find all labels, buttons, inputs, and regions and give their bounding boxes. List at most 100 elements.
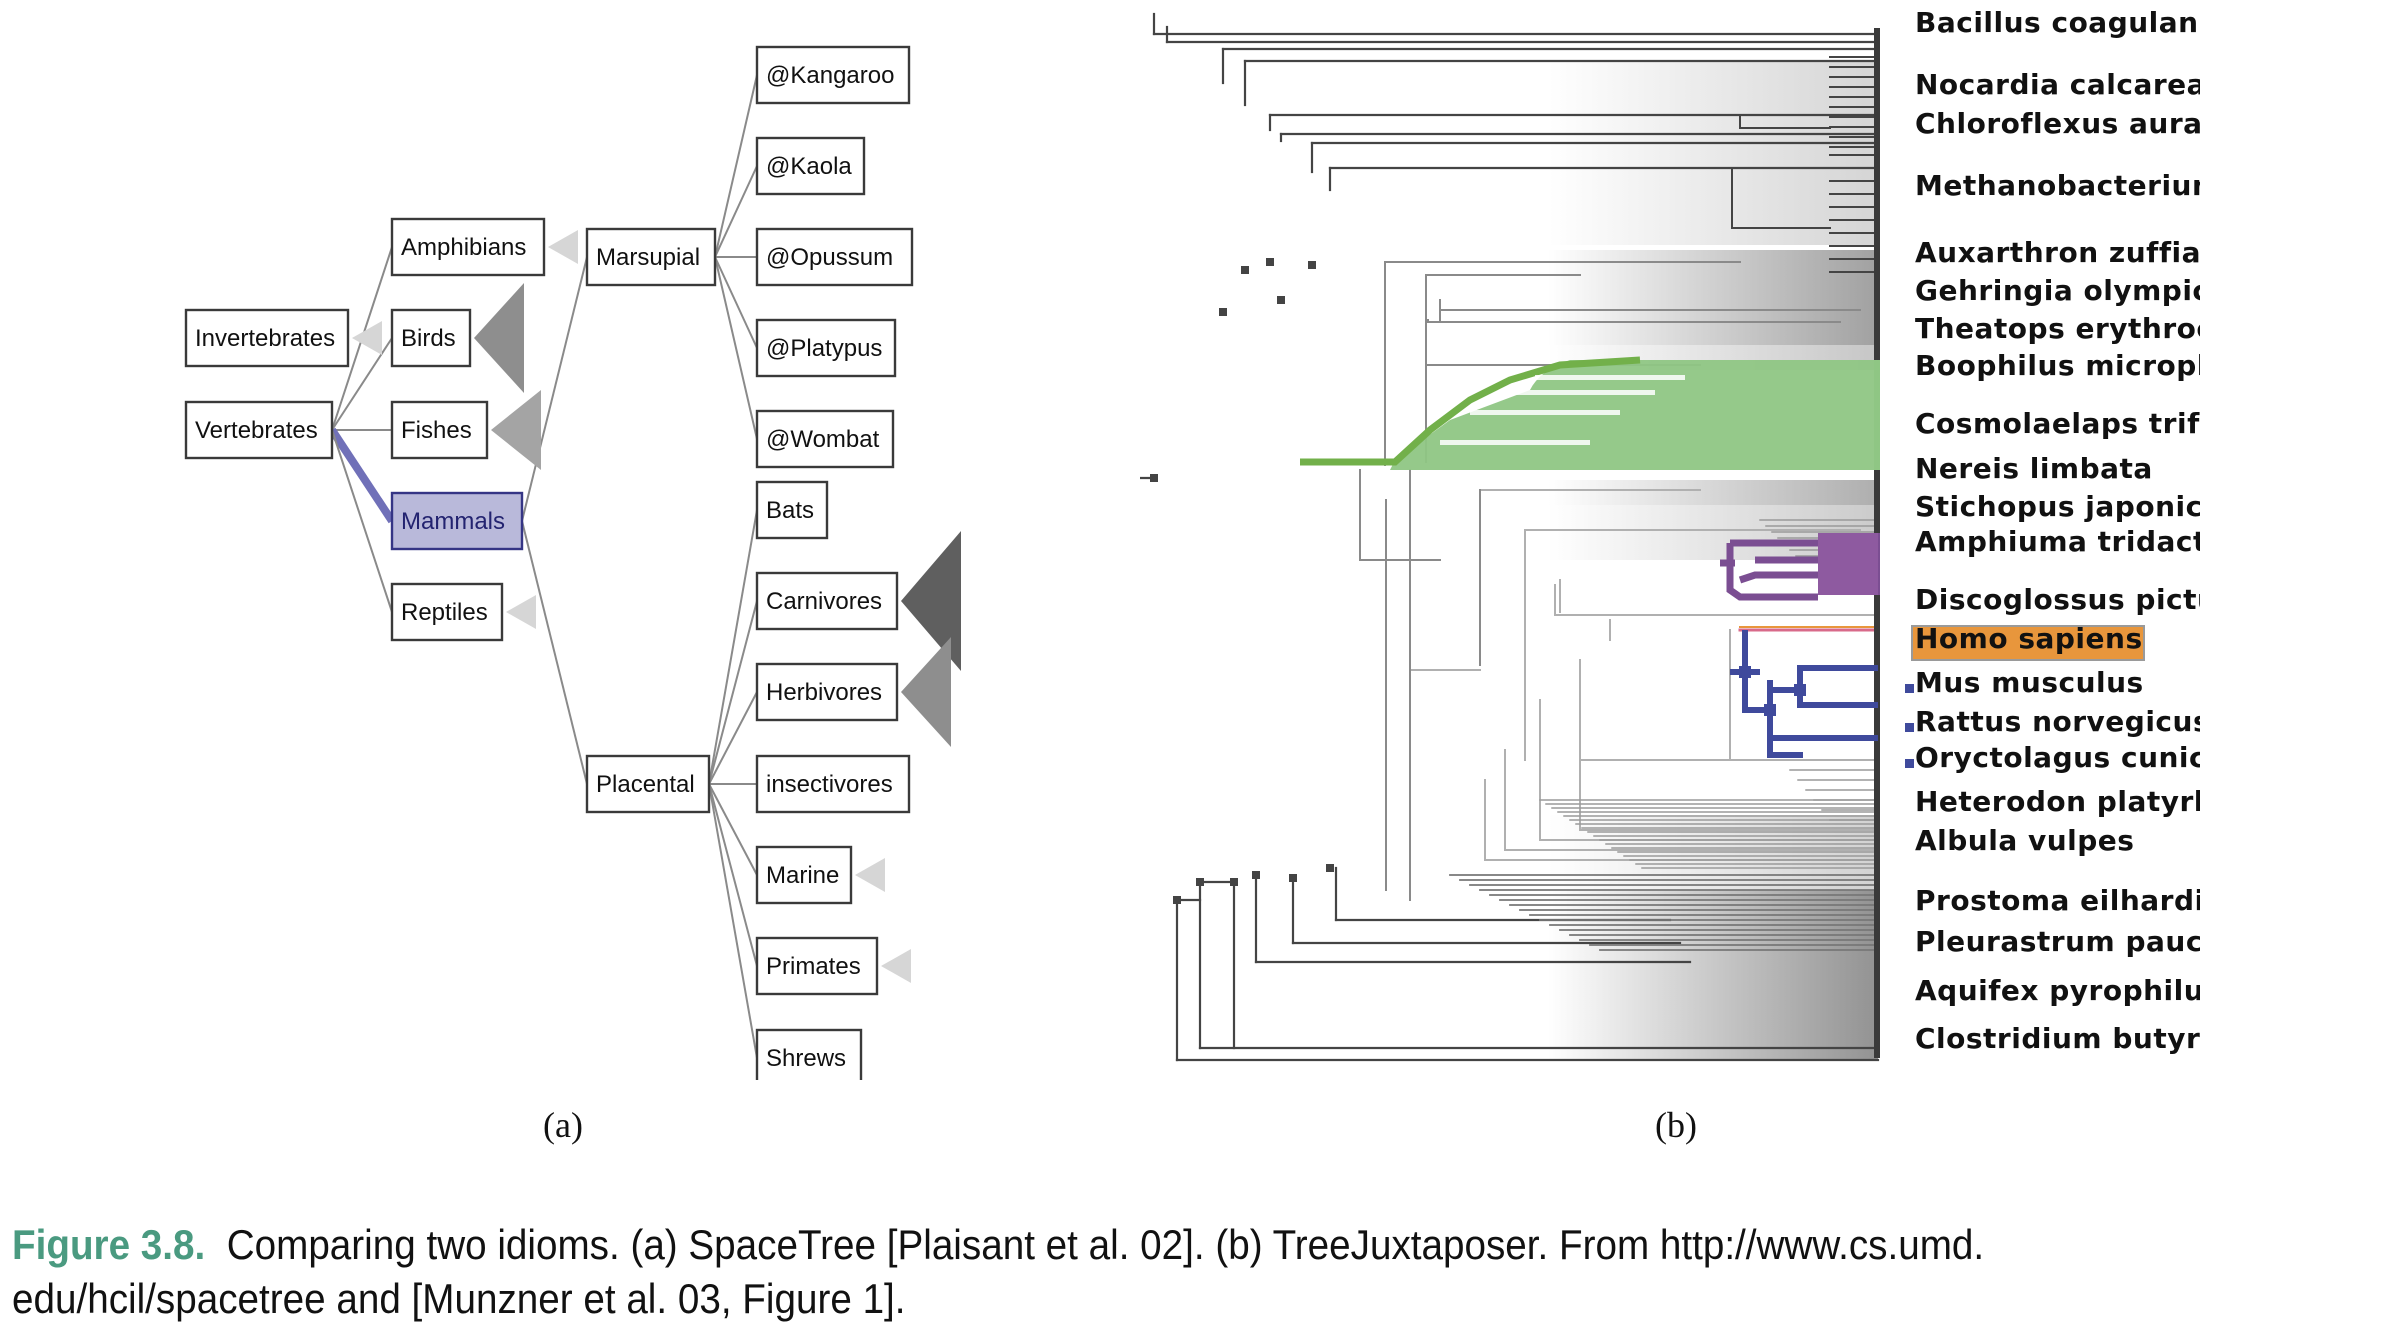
tree-node-insectivores[interactable]: insectivores: [755, 754, 911, 814]
leaf-label-item[interactable]: Bacillus coagulans: [1915, 6, 2216, 39]
leaf-label-item[interactable]: Rattus norvegicus: [1905, 705, 2210, 738]
dense-subtree-band: [1548, 890, 1878, 1060]
leaf-label-text: Cosmolaelaps trifi: [1915, 407, 2210, 440]
leaf-label-item[interactable]: Pleurastrum pauci: [1915, 925, 2213, 958]
node-box[interactable]: [184, 400, 334, 460]
node-box[interactable]: [755, 318, 897, 378]
leaf-label-item[interactable]: Heterodon platyrh: [1915, 785, 2214, 818]
node-box[interactable]: [755, 845, 853, 905]
edge-placental-primates: [708, 783, 758, 967]
dense-subtree-band: [1548, 250, 1878, 345]
collapsed-triangle-herbivores: [901, 637, 951, 747]
leaf-label-text: Nereis limbata: [1915, 452, 2153, 485]
node-box[interactable]: [390, 308, 472, 368]
leaf-label-item[interactable]: Auxarthron zuffiai: [1915, 236, 2211, 269]
leaf-label-item[interactable]: Methanobacterium: [1915, 169, 2222, 202]
green-gap: [1440, 440, 1590, 445]
node-box[interactable]: [390, 400, 489, 460]
label-clip-mask: [2200, 0, 2402, 1080]
leaf-label-item[interactable]: Albula vulpes: [1915, 824, 2134, 857]
tree-node-marker: [1289, 874, 1297, 882]
node-box[interactable]: [755, 45, 911, 105]
node-box[interactable]: [755, 227, 914, 287]
leaf-label-item[interactable]: Theatops erythroc: [1915, 312, 2214, 345]
node-box[interactable]: [755, 480, 829, 540]
leaf-label-text: Bacillus coagulans: [1915, 6, 2216, 39]
tree-node-opussum[interactable]: @Opussum: [755, 227, 914, 287]
leaf-label-item[interactable]: Homo sapiens: [1911, 622, 2145, 661]
node-box[interactable]: [390, 491, 524, 551]
node-box[interactable]: [390, 217, 546, 277]
leaf-marker: [1905, 759, 1914, 768]
homo-sapiens-highlight: [1911, 625, 2145, 661]
node-box[interactable]: [755, 409, 895, 469]
tree-node-wombat[interactable]: @Wombat: [755, 409, 895, 469]
dense-subtree-band: [1548, 60, 1878, 245]
tree-node-kaola[interactable]: @Kaola: [755, 136, 866, 196]
leaf-label-item[interactable]: Clostridium butyri: [1915, 1022, 2210, 1055]
edge-placental-herbivores: [708, 691, 758, 785]
tree-node-invertebrates[interactable]: Invertebrates: [184, 308, 350, 368]
node-box[interactable]: [390, 582, 504, 642]
leaf-label-item[interactable]: Gehringia olympica: [1915, 274, 2229, 307]
tree-node-birds[interactable]: Birds: [390, 308, 472, 368]
tree-node-herbivores[interactable]: Herbivores: [755, 662, 899, 722]
tree-node-bats[interactable]: Bats: [755, 480, 829, 540]
leaf-label-item[interactable]: Nocardia calcarea: [1915, 68, 2206, 101]
tree-node-vertebrates[interactable]: Vertebrates: [184, 400, 334, 460]
node-box[interactable]: [755, 936, 879, 996]
node-label: Bats: [766, 497, 814, 524]
node-box[interactable]: [585, 754, 711, 814]
tree-node-placental[interactable]: Placental: [585, 754, 711, 814]
tree-node-primates[interactable]: Primates: [755, 936, 879, 996]
collapsed-subtree-indicators: [352, 230, 961, 983]
tree-node-mammals[interactable]: Mammals: [390, 491, 524, 551]
node-box[interactable]: [755, 1028, 863, 1088]
tree-node-shrews[interactable]: Shrews: [755, 1028, 863, 1088]
leaf-label-text: Prostoma eilhardi: [1915, 884, 2205, 917]
node-box[interactable]: [755, 662, 899, 722]
tree-node-kangaroo[interactable]: @Kangaroo: [755, 45, 911, 105]
node-label: Primates: [766, 953, 861, 980]
node-box[interactable]: [184, 308, 350, 368]
green-highlighted-subtree: [1300, 356, 1878, 470]
node-label: @Opussum: [766, 244, 893, 271]
tree-node-marker: [1277, 296, 1285, 304]
leaf-label-text: Pleurastrum pauci: [1915, 925, 2213, 958]
leaf-label-item[interactable]: Boophilus micropli: [1915, 349, 2217, 382]
leaf-label-item[interactable]: Stichopus japonicu: [1915, 490, 2223, 523]
leaf-label-item[interactable]: Aquifex pyrophilus: [1915, 974, 2221, 1007]
tree-node-amphibians[interactable]: Amphibians: [390, 217, 546, 277]
node-label: Marine: [766, 862, 839, 889]
node-label: Carnivores: [766, 588, 882, 615]
leaf-label-text: Heterodon platyrh: [1915, 785, 2214, 818]
node-box[interactable]: [755, 571, 899, 631]
tree-node-reptiles[interactable]: Reptiles: [390, 582, 504, 642]
tree-node-marker: [1219, 308, 1227, 316]
leaf-label-text: Clostridium butyri: [1915, 1022, 2210, 1055]
edge-marsupial-kangaroo: [714, 74, 758, 258]
tree-node-carnivores[interactable]: Carnivores: [755, 571, 899, 631]
leaf-label-item[interactable]: Nereis limbata: [1915, 452, 2153, 485]
node-box[interactable]: [755, 754, 911, 814]
panel-b-label: (b): [1655, 1105, 1697, 1145]
tree-node-marine[interactable]: Marine: [755, 845, 853, 905]
leaf-label-text: Nocardia calcarea: [1915, 68, 2206, 101]
node-box[interactable]: [755, 136, 866, 196]
node-box[interactable]: [585, 227, 717, 287]
leaf-label-item[interactable]: Mus musculus: [1905, 666, 2144, 699]
caption-line-2: edu/hcil/spacetree and [Munzner et al. 0…: [12, 1275, 906, 1322]
tree-node-marker: [1252, 871, 1260, 879]
tree-node-marsupial[interactable]: Marsupial: [585, 227, 717, 287]
tree-node-platypus[interactable]: @Platypus: [755, 318, 897, 378]
spacetree-edges: [328, 74, 758, 1059]
leaf-label-item[interactable]: Discoglossus pictu: [1915, 583, 2217, 616]
leaf-label-item[interactable]: Prostoma eilhardi: [1915, 884, 2205, 917]
tree-node-marker: [1241, 266, 1249, 274]
leaf-label-item[interactable]: Cosmolaelaps trifi: [1915, 407, 2210, 440]
green-gap: [1505, 390, 1655, 395]
leaf-label-item[interactable]: Amphiuma tridacty: [1915, 525, 2226, 558]
leaf-label-item[interactable]: Oryctolagus cunicu: [1905, 741, 2227, 774]
leaf-label-item[interactable]: Chloroflexus aurai: [1915, 107, 2213, 140]
tree-node-fishes[interactable]: Fishes: [390, 400, 489, 460]
